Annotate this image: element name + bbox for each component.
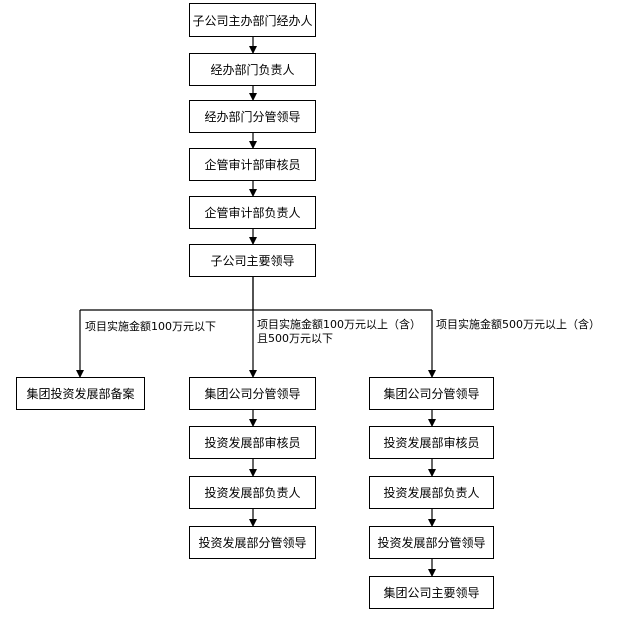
node-middle-4: 投资发展部分管领导 xyxy=(189,526,316,559)
node-main-5: 企管审计部负责人 xyxy=(189,196,316,229)
condition-left: 项目实施金额100万元以下 xyxy=(85,320,216,333)
node-main-2: 经办部门负责人 xyxy=(189,53,316,86)
node-middle-1: 集团公司分管领导 xyxy=(189,377,316,410)
node-main-4: 企管审计部审核员 xyxy=(189,148,316,181)
node-right-2: 投资发展部审核员 xyxy=(369,426,494,459)
node-right-1: 集团公司分管领导 xyxy=(369,377,494,410)
condition-middle-line1: 项目实施金额100万元以上（含） xyxy=(257,318,421,331)
node-main-3: 经办部门分管领导 xyxy=(189,100,316,133)
node-middle-2: 投资发展部审核员 xyxy=(189,426,316,459)
node-main-1: 子公司主办部门经办人 xyxy=(189,3,316,37)
node-main-6: 子公司主要领导 xyxy=(189,244,316,277)
node-middle-3: 投资发展部负责人 xyxy=(189,476,316,509)
node-right-3: 投资发展部负责人 xyxy=(369,476,494,509)
node-right-5: 集团公司主要领导 xyxy=(369,576,494,609)
condition-right: 项目实施金额500万元以上（含） xyxy=(436,318,600,331)
node-left-1: 集团投资发展部备案 xyxy=(16,377,145,410)
node-right-4: 投资发展部分管领导 xyxy=(369,526,494,559)
condition-middle-line2: 且500万元以下 xyxy=(257,332,333,345)
